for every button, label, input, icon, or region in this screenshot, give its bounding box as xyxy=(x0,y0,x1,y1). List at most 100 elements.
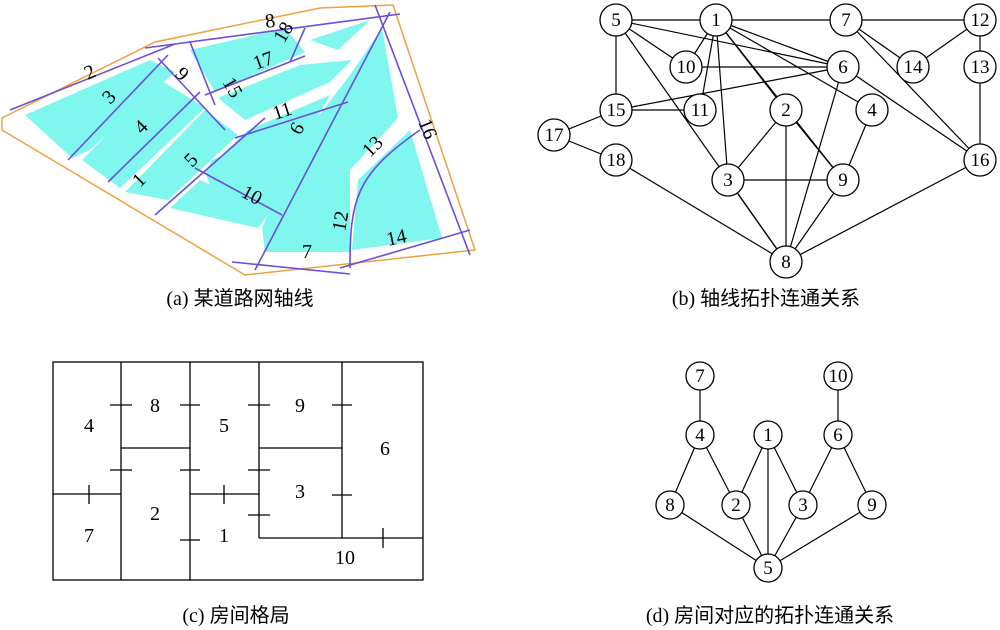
panel_d-node-label-10: 10 xyxy=(829,366,848,387)
city-blocks xyxy=(25,20,442,252)
panel_b-edge-15-6 xyxy=(615,66,844,111)
panel_b-node-circle-6 xyxy=(826,50,860,84)
panel_b-node-14: 14 xyxy=(896,50,930,84)
axis-label-7: 7 xyxy=(302,241,312,263)
panel_b-node-circle-13 xyxy=(963,50,997,84)
panel_b-node-circle-16 xyxy=(963,143,997,177)
panel-b-caption: (b) 轴线拓扑连通关系 xyxy=(672,287,860,310)
panel_d-node-label-9: 9 xyxy=(867,495,877,516)
panel_d-node-label-5: 5 xyxy=(763,558,773,579)
panel_b-node-label-18: 18 xyxy=(607,150,626,171)
panel_b-node-circle-17 xyxy=(537,118,571,152)
panel_b-node-11: 11 xyxy=(683,93,717,127)
panel_b-node-label-15: 15 xyxy=(607,100,626,121)
panel_b-node-17: 17 xyxy=(537,118,571,152)
panel_b-edge-1-6 xyxy=(715,19,844,68)
panel_d-node-10: 10 xyxy=(823,361,853,391)
panel_b-node-label-13: 13 xyxy=(971,57,990,78)
panel_b-node-circle-14 xyxy=(896,50,930,84)
panel-b-edges xyxy=(553,19,981,263)
panel-c xyxy=(52,361,424,581)
panel_d-edge-8-5 xyxy=(669,504,769,569)
panel_b-edge-18-8 xyxy=(615,159,787,263)
room-label-5: 5 xyxy=(219,415,229,437)
panel_b-node-label-8: 8 xyxy=(781,252,791,273)
axis-lines xyxy=(9,4,471,275)
panel_d-node-label-7: 7 xyxy=(695,366,705,387)
axis-label-9: 9 xyxy=(170,63,193,86)
panel_b-node-label-11: 11 xyxy=(691,100,709,121)
panel_b-edge-6-8 xyxy=(785,66,844,263)
panel_b-node-label-2: 2 xyxy=(781,100,791,121)
panel_d-node-circle-10 xyxy=(823,361,853,391)
panel_b-node-label-14: 14 xyxy=(904,57,924,78)
room-label-3: 3 xyxy=(295,481,305,503)
panel-a-caption: (a) 某道路网轴线 xyxy=(166,287,313,310)
panel_b-node-6: 6 xyxy=(826,50,860,84)
panel_b-node-label-7: 7 xyxy=(841,10,851,31)
panel_b-node-label-16: 16 xyxy=(971,150,990,171)
panel_b-edge-5-6 xyxy=(615,19,844,68)
room-label-2: 2 xyxy=(150,503,160,525)
panel_b-node-4: 4 xyxy=(855,93,889,127)
panel_d-node-2: 2 xyxy=(721,490,751,520)
panel_d-node-circle-2 xyxy=(721,490,751,520)
panel_b-node-circle-11 xyxy=(683,93,717,127)
panel_b-node-circle-3 xyxy=(711,163,745,197)
axis-label-12: 12 xyxy=(328,209,353,233)
panel_b-node-circle-1 xyxy=(699,3,733,37)
panel_d-node-4: 4 xyxy=(685,420,715,450)
panel-c-room-labels: 1 2 3 4 5 6 7 8 9 10 xyxy=(84,395,390,569)
panel_b-node-circle-12 xyxy=(963,3,997,37)
panel_b-edge-1-3 xyxy=(715,19,729,181)
panel_b-node-circle-10 xyxy=(669,50,703,84)
panel_b-node-circle-5 xyxy=(599,3,633,37)
panel_b-node-label-3: 3 xyxy=(723,170,733,191)
panel_b-node-label-4: 4 xyxy=(867,100,877,121)
panel_d-node-circle-6 xyxy=(823,420,853,450)
panel_b-node-13: 13 xyxy=(963,50,997,84)
panel_b-node-18: 18 xyxy=(599,143,633,177)
panel_d-node-circle-9 xyxy=(857,490,887,520)
panel-d-caption: (d) 房间对应的拓扑连通关系 xyxy=(646,604,894,627)
panel_b-node-label-17: 17 xyxy=(545,125,564,146)
panel_b-node-label-9: 9 xyxy=(838,170,848,191)
panel_d-node-circle-4 xyxy=(685,420,715,450)
panel_b-node-label-1: 1 xyxy=(711,10,721,31)
panel_d-node-7: 7 xyxy=(685,361,715,391)
room-label-4: 4 xyxy=(84,415,94,437)
panel_d-node-circle-3 xyxy=(788,490,818,520)
panel_b-node-label-12: 12 xyxy=(971,10,990,31)
panel_b-edge-7-16 xyxy=(845,19,981,161)
panel_d-node-8: 8 xyxy=(655,490,685,520)
panel_b-node-7: 7 xyxy=(829,3,863,37)
panel_b-node-label-5: 5 xyxy=(611,10,621,31)
panel_d-node-3: 3 xyxy=(788,490,818,520)
panel_b-edge-1-4 xyxy=(715,19,873,111)
panel_b-node-circle-2 xyxy=(769,93,803,127)
panel_d-node-circle-1 xyxy=(753,420,783,450)
panel_b-node-9: 9 xyxy=(826,163,860,197)
floorplan-doors xyxy=(88,404,384,548)
panel_b-node-circle-7 xyxy=(829,3,863,37)
panel_b-node-2: 2 xyxy=(769,93,803,127)
panel_d-node-9: 9 xyxy=(857,490,887,520)
panel_b-node-3: 3 xyxy=(711,163,745,197)
room-label-10: 10 xyxy=(335,547,355,569)
panel_d-node-circle-7 xyxy=(685,361,715,391)
axis-label-14: 14 xyxy=(384,225,408,251)
panel_d-node-1: 1 xyxy=(753,420,783,450)
panel_d-node-circle-5 xyxy=(753,553,783,583)
panel_b-node-circle-8 xyxy=(769,245,803,279)
panel_d-node-label-8: 8 xyxy=(665,495,675,516)
room-label-1: 1 xyxy=(219,525,229,547)
panel_b-node-5: 5 xyxy=(599,3,633,37)
room-label-6: 6 xyxy=(380,438,390,460)
panel_d-node-5: 5 xyxy=(753,553,783,583)
panel_b-node-circle-15 xyxy=(599,93,633,127)
panel_b-node-16: 16 xyxy=(963,143,997,177)
